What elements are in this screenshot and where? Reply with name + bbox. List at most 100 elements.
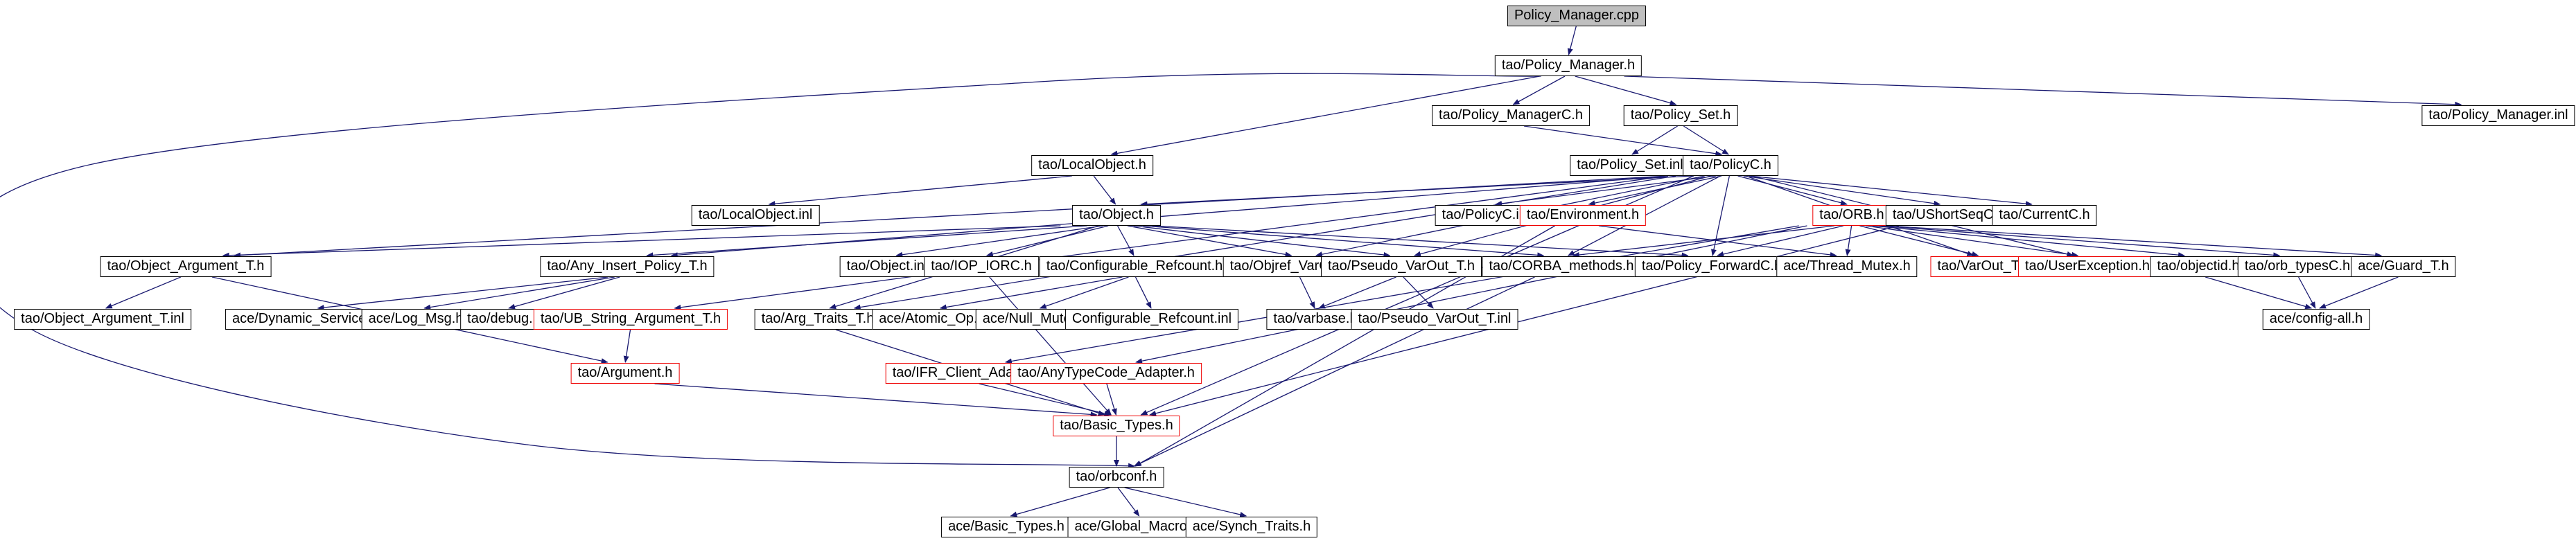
graph-node-psh[interactable]: tao/Policy_Set.h (1623, 105, 1738, 126)
graph-edge-envh-to-tm (1598, 225, 1837, 258)
graph-node-currentc[interactable]: tao/CurrentC.h (1992, 205, 2097, 226)
graph-edge-ata-to-bt (1106, 383, 1117, 416)
graph-edge-ovt-to-vb (1299, 276, 1315, 309)
graph-edge-aip-to-dbg (508, 276, 620, 310)
graph-node-iop[interactable]: tao/IOP_IORC.h (924, 256, 1039, 277)
graph-edge-orbh-to-pfc (1717, 225, 1844, 257)
graph-edge-pch-to-pfc (1711, 175, 1731, 256)
graph-node-oinl[interactable]: tao/Object.inl (839, 256, 935, 277)
graph-node-pfc[interactable]: tao/Policy_ForwardC.h (1634, 256, 1789, 277)
graph-node-bt[interactable]: tao/Basic_Types.h (1053, 416, 1180, 436)
graph-node-pvt[interactable]: tao/Pseudo_VarOut_T.h (1321, 256, 1482, 277)
graph-node-oatinl[interactable]: tao/Object_Argument_T.inl (14, 309, 191, 330)
graph-edge-pch-to-att (853, 175, 1676, 310)
graph-node-vb[interactable]: tao/varbase.h (1266, 309, 1365, 330)
graph-edge-pmh-to-psh (1575, 75, 1677, 106)
graph-edge-arg-to-bt (654, 383, 1098, 418)
graph-node-oh[interactable]: tao/Object.h (1072, 205, 1161, 226)
graph-edge-loh-to-loinl (768, 175, 1072, 207)
graph-node-envh[interactable]: tao/Environment.h (1519, 205, 1647, 226)
graph-node-otc[interactable]: tao/orb_typesC.h (2237, 256, 2358, 277)
graph-edge-psh-to-pch (1683, 125, 1729, 155)
graph-edge-cm-to-oc (1133, 276, 1535, 467)
graph-node-loinl[interactable]: tao/LocalObject.inl (691, 205, 820, 226)
graph-node-pmh[interactable]: tao/Policy_Manager.h (1494, 55, 1642, 76)
graph-edge-gt-to-cfa (2319, 276, 2399, 309)
graph-edge-oh-to-aip (646, 225, 1087, 258)
graph-edge-pch-to-oat (234, 175, 1669, 258)
graph-edge-oh-to-iop (985, 225, 1109, 257)
graph-node-ata[interactable]: tao/AnyTypeCode_Adapter.h (1010, 363, 1202, 384)
graph-node-arg[interactable]: tao/Argument.h (570, 363, 680, 384)
graph-edge-orbh-to-cm (1572, 225, 1834, 258)
graph-edge-pvt-to-vb (1318, 276, 1396, 309)
graph-edge-oh-to-oinl (895, 225, 1103, 258)
graph-node-ubs[interactable]: tao/UB_String_Argument_T.h (533, 309, 728, 330)
graph-edge-loh-to-oh (1093, 175, 1116, 205)
graph-edge-oc-to-gm (1117, 487, 1140, 517)
graph-node-lm[interactable]: ace/Log_Msg.h (361, 309, 471, 330)
graph-edge-pmh-to-pmch (1512, 75, 1566, 105)
graph-node-ushort[interactable]: tao/UShortSeqC.h (1885, 205, 2013, 226)
graph-edge-ubs-to-arg (623, 329, 631, 363)
graph-edge-root-to-pmh (1567, 26, 1577, 55)
graph-edge-aip-to-lm (423, 276, 615, 310)
graph-node-ao[interactable]: ace/Atomic_Op.h (872, 309, 992, 330)
graph-edge-orbh-to-oid (1872, 225, 2185, 258)
graph-node-oat[interactable]: tao/Object_Argument_T.h (100, 256, 272, 277)
graph-node-cfa[interactable]: ace/config-all.h (2262, 309, 2370, 330)
graph-edge-oh-to-ovt (1127, 225, 1293, 258)
graph-edge-oh-to-oat (222, 225, 1061, 258)
graph-edge-pch-to-ushort (1743, 175, 1941, 206)
graph-node-psinl[interactable]: tao/Policy_Set.inl (1570, 155, 1690, 176)
graph-edge-pch-to-pcinl (1495, 175, 1716, 206)
graph-edge-crh-to-nm (1039, 276, 1129, 309)
graph-edge-pmh-to-oc (0, 73, 1541, 469)
graph-edge-orbh-to-ue (1866, 225, 2079, 258)
graph-edge-pvt-to-pvtinl (1403, 276, 1434, 309)
graph-node-aip[interactable]: tao/Any_Insert_Policy_T.h (540, 256, 715, 277)
graph-node-att[interactable]: tao/Arg_Traits_T.h (754, 309, 882, 330)
graph-node-tm[interactable]: ace/Thread_Mutex.h (1776, 256, 1918, 277)
graph-node-st[interactable]: ace/Synch_Traits.h (1185, 517, 1318, 537)
graph-node-ds[interactable]: ace/Dynamic_Service.h (225, 309, 385, 330)
graph-node-pmch[interactable]: tao/Policy_ManagerC.h (1432, 105, 1590, 126)
graph-edge-orbh-to-otc (1878, 225, 2281, 258)
graph-node-cm[interactable]: tao/CORBA_methods.h (1482, 256, 1641, 277)
graph-edge-oh-to-crh (1116, 225, 1134, 256)
graph-edge-psh-to-psinl (1631, 125, 1678, 155)
graph-edge-pmch-to-pch (1523, 125, 1723, 157)
graph-edge-oc-to-st (1124, 487, 1247, 517)
graph-edge-iop-to-bt (989, 276, 1112, 416)
graph-node-orbh[interactable]: tao/ORB.h (1812, 205, 1891, 226)
graph-node-oc[interactable]: tao/orbconf.h (1069, 467, 1164, 488)
graph-node-oid[interactable]: tao/objectid.h (2150, 256, 2247, 277)
graph-edge-pch-to-ubs (674, 175, 1669, 310)
graph-edge-oat-to-oatinl (105, 276, 182, 309)
graph-node-ue[interactable]: tao/UserException.h (2017, 256, 2157, 277)
graph-edge-pmh-to-loh (1110, 75, 1540, 157)
graph-node-pvtinl[interactable]: tao/Pseudo_VarOut_T.inl (1351, 309, 1518, 330)
graph-node-pminl[interactable]: tao/Policy_Manager.inl (2421, 105, 2575, 126)
graph-edge-orbh-to-gt (1884, 225, 2383, 258)
graph-edge-otc-to-cfa (2298, 276, 2316, 309)
graph-edge-oid-to-cfa (2205, 276, 2313, 310)
graph-node-crh[interactable]: tao/Configurable_Refcount.h (1039, 256, 1230, 277)
graph-edge-crh-to-crinl (1134, 276, 1152, 309)
graph-edge-oh-to-pfc (1152, 225, 1689, 258)
graph-node-pch[interactable]: tao/PolicyC.h (1683, 155, 1778, 176)
graph-node-abt[interactable]: ace/Basic_Types.h (941, 517, 1071, 537)
graph-node-loh[interactable]: tao/LocalObject.h (1031, 155, 1153, 176)
graph-node-gt[interactable]: ace/Guard_T.h (2351, 256, 2456, 277)
graph-edge-orbh-to-tm (1845, 225, 1852, 256)
graph-edge-oh-to-cm (1143, 225, 1545, 258)
graph-edge-pch-to-envh (1588, 175, 1722, 206)
graph-edge-oc-to-abt (1010, 487, 1110, 517)
graph-edge-pch-to-currentc (1749, 175, 2033, 207)
graph-node-crinl[interactable]: Configurable_Refcount.inl (1064, 309, 1239, 330)
graph-edge-oh-to-pvt (1133, 225, 1391, 258)
graph-edge-pch-to-orbh (1737, 175, 1848, 206)
graph-edge-orbh-to-ata (1135, 225, 1807, 364)
graph-edge-pmh-to-pminl (1624, 75, 2462, 107)
